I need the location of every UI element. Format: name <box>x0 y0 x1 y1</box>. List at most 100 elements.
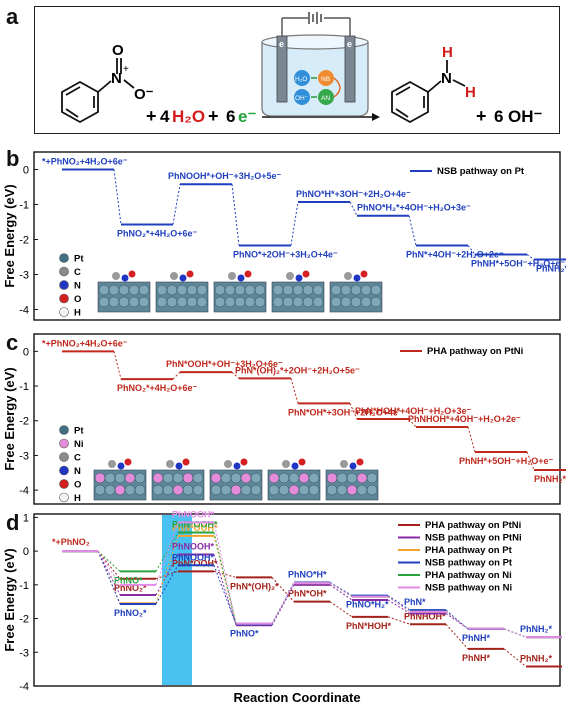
y-tick-label: -3 <box>19 270 29 282</box>
energy-connector <box>349 201 358 216</box>
y-tick-label: -1 <box>19 381 29 393</box>
y-tick-label: -2 <box>19 416 29 428</box>
legend-label: NSB pathway on Ni <box>425 583 512 594</box>
element-swatch <box>59 280 69 290</box>
slab-atom <box>254 296 266 308</box>
y-axis-title: Free Energy (eV) <box>2 184 17 287</box>
molecule-atom <box>124 458 132 466</box>
slab-atom <box>340 296 352 308</box>
y-tick-label: -3 <box>19 450 29 462</box>
molecule-atom <box>108 460 116 468</box>
step-label: PhNOOH*+OH⁻+3H₂O+5e⁻ <box>168 171 282 181</box>
slab-atom <box>152 472 164 484</box>
reaction-scheme-drawing: N + O O⁻ + 4 H₂O + 6 e⁻ e e H₂O NB OH⁻ A… <box>61 12 543 126</box>
molecule-atom <box>237 274 245 282</box>
element-label: O <box>74 480 81 491</box>
y-axis-title: Free Energy (eV) <box>2 367 17 470</box>
energy-connector <box>526 254 535 260</box>
eq-product-coef: 6 <box>494 107 503 126</box>
y-tick-label: 0 <box>23 165 29 177</box>
cell-bubble-water: H₂O <box>295 76 307 83</box>
slab-atom <box>196 296 208 308</box>
step-label: PhNO*H*+3OH⁻+2H₂O+4e⁻ <box>296 189 411 199</box>
molecule-atom <box>298 458 306 466</box>
plot-frame <box>33 333 561 505</box>
slab-atom <box>282 296 294 308</box>
eq-water: H₂O <box>172 107 205 126</box>
y-tick-label: -4 <box>19 485 29 497</box>
molecule-atom <box>353 274 361 282</box>
slab-atom <box>288 484 300 496</box>
y-tick-label: 0 <box>23 346 29 358</box>
energy-connector <box>329 601 353 618</box>
slab-atom <box>326 484 338 496</box>
slab-atom <box>370 284 382 296</box>
slab-atom <box>166 296 178 308</box>
energy-connector <box>329 582 353 597</box>
legend-label: PHA pathway on Pt <box>425 545 513 556</box>
slab-atom <box>134 472 146 484</box>
slab-atom <box>298 484 310 496</box>
aniline-h-top: H <box>442 44 453 61</box>
slab-atom <box>138 296 150 308</box>
legend-label: NSB pathway on PtNi <box>425 533 522 544</box>
energy-connector <box>445 623 469 650</box>
energy-connector <box>172 371 181 380</box>
energy-connector <box>387 595 411 611</box>
energy-connector <box>213 565 237 625</box>
element-label: Ni <box>74 439 84 450</box>
slab-atom <box>240 484 252 496</box>
molecule-atom <box>121 274 129 282</box>
slab-atom <box>192 484 204 496</box>
energy-connector <box>329 582 353 598</box>
panel-a-letter: a <box>6 4 19 29</box>
slab-atom <box>104 484 116 496</box>
step-label: PhN*+4OH⁻+2H₂O+2e⁻ <box>406 249 504 259</box>
slab-atom <box>156 284 168 296</box>
slab-atom <box>298 472 310 484</box>
legend-label: NSB pathway on Pt <box>425 558 513 569</box>
slab-atom <box>302 284 314 296</box>
molecule-atom <box>128 270 136 278</box>
molecule-atom <box>349 462 357 470</box>
slab-atom <box>326 472 338 484</box>
slab-atom <box>330 284 342 296</box>
slab-atom <box>98 296 110 308</box>
reaction-scheme-box <box>34 6 560 134</box>
step-label: PhNO*H₂* <box>346 600 389 610</box>
slab-atom <box>350 296 362 308</box>
slab-atom <box>108 284 120 296</box>
energy-connector <box>387 596 411 613</box>
energy-connector <box>97 550 121 586</box>
cell-bubble-oh: OH⁻ <box>295 95 309 102</box>
molecule-atom <box>291 462 299 470</box>
step-label: PhN*(OH)₂*+2OH⁻+2H₂O+5e⁻ <box>235 365 360 375</box>
slab-atom <box>366 472 378 484</box>
step-label: PhN*HOH* <box>346 621 392 631</box>
energy-connector <box>271 577 295 603</box>
slab-atom <box>162 472 174 484</box>
highlight-band <box>162 515 192 685</box>
element-label: C <box>74 453 81 464</box>
slab-atom <box>250 484 262 496</box>
molecule-atom <box>186 270 194 278</box>
slab-atom <box>308 484 320 496</box>
step-label: PhNH₂* <box>520 653 552 663</box>
slab-atom <box>366 484 378 496</box>
y-tick-label: -2 <box>19 235 29 247</box>
slab-atom <box>166 284 178 296</box>
slab-atom <box>234 284 246 296</box>
y-tick-label: 0 <box>23 546 29 558</box>
energy-connector <box>290 201 299 246</box>
element-swatch <box>59 465 69 476</box>
element-label: N <box>74 281 81 292</box>
step-label: PhNHOH*+4OH⁻+H₂O+2e⁻ <box>408 414 521 424</box>
step-label: PhNH*+5OH⁻+H₂O+e⁻ <box>459 456 554 466</box>
slab-atom <box>118 296 130 308</box>
energy-connector <box>467 426 476 453</box>
slab-atom <box>288 472 300 484</box>
electrochemical-cell <box>261 12 369 117</box>
molecule-atom <box>302 270 310 278</box>
y-tick-label: -3 <box>19 647 29 659</box>
energy-connector <box>408 215 417 246</box>
